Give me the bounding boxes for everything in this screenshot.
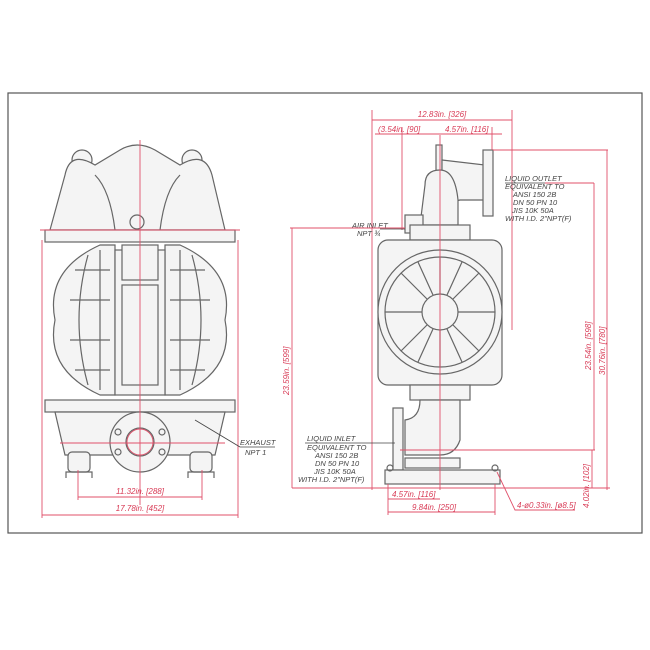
liquid-outlet-line: DN 50 PN 10	[513, 198, 558, 207]
liquid-inlet-line: DN 50 PN 10	[315, 459, 360, 468]
dim-feet-spacing: 11.32in. [288]	[116, 487, 165, 496]
dim-mount-holes: 4-ø0.33in. [ø8.5]	[517, 501, 576, 510]
left-diaphragm-chamber	[52, 244, 116, 396]
dim-overall-width: 17.78in. [452]	[116, 504, 165, 513]
air-inlet-size: NPT ¾	[357, 229, 380, 238]
liquid-outlet-line: LIQUID OUTLET	[505, 174, 563, 183]
liquid-outlet-callout: LIQUID OUTLET EQUIVALENT TO ANSI 150 2B …	[505, 174, 572, 223]
liquid-inlet-line: JIS 10K 50A	[313, 467, 356, 476]
dim-air-inlet-height: 23.59in. [599]	[282, 346, 291, 396]
drawing-frame	[7, 92, 643, 534]
dim-overall-depth: 12.83in. [326]	[418, 110, 467, 119]
liquid-outlet-line: JIS 10K 50A	[511, 206, 554, 215]
dim-right-offset: 4.57in. [116]	[445, 125, 489, 134]
liquid-inlet-line: LIQUID INLET	[307, 434, 357, 443]
dim-base-width: 9.84in. [250]	[412, 503, 457, 512]
top-manifold	[49, 144, 226, 231]
liquid-inlet-callout: LIQUID INLET EQUIVALENT TO ANSI 150 2B D…	[298, 434, 395, 484]
inlet-pipe	[392, 399, 461, 471]
liquid-inlet-line: EQUIVALENT TO	[307, 443, 367, 452]
air-inlet-label: AIR INLET	[351, 221, 389, 230]
dim-base-offset: 4.57in. [116]	[392, 490, 436, 499]
exhaust-label: EXHAUST	[240, 438, 277, 447]
front-view: 11.32in. [288] 17.78in. [452] EXHAUST NP…	[40, 140, 277, 518]
dim-overall-height: 30.76in. [780]	[598, 326, 607, 375]
liquid-inlet-line: ANSI 150 2B	[314, 451, 358, 460]
base-plate	[384, 469, 501, 485]
liquid-outlet-line: WITH I.D. 2"NPT(F)	[505, 214, 572, 223]
liquid-outlet-line: ANSI 150 2B	[512, 190, 556, 199]
right-diaphragm-chamber	[164, 244, 228, 396]
liquid-outlet-line: EQUIVALENT TO	[505, 182, 565, 191]
liquid-inlet-line: WITH I.D. 2"NPT(F)	[298, 475, 365, 484]
dim-left-offset: (3.54in. [90]	[378, 125, 421, 134]
dim-outlet-height: 23.54in. [598]	[584, 321, 593, 371]
outlet-pipe	[404, 144, 494, 234]
dim-inlet-height: 4.02in. [102]	[582, 463, 591, 508]
side-view: 12.83in. [326] (3.54in. [90] 4.57in. [11…	[282, 110, 610, 515]
exhaust-size: NPT 1	[245, 448, 266, 457]
